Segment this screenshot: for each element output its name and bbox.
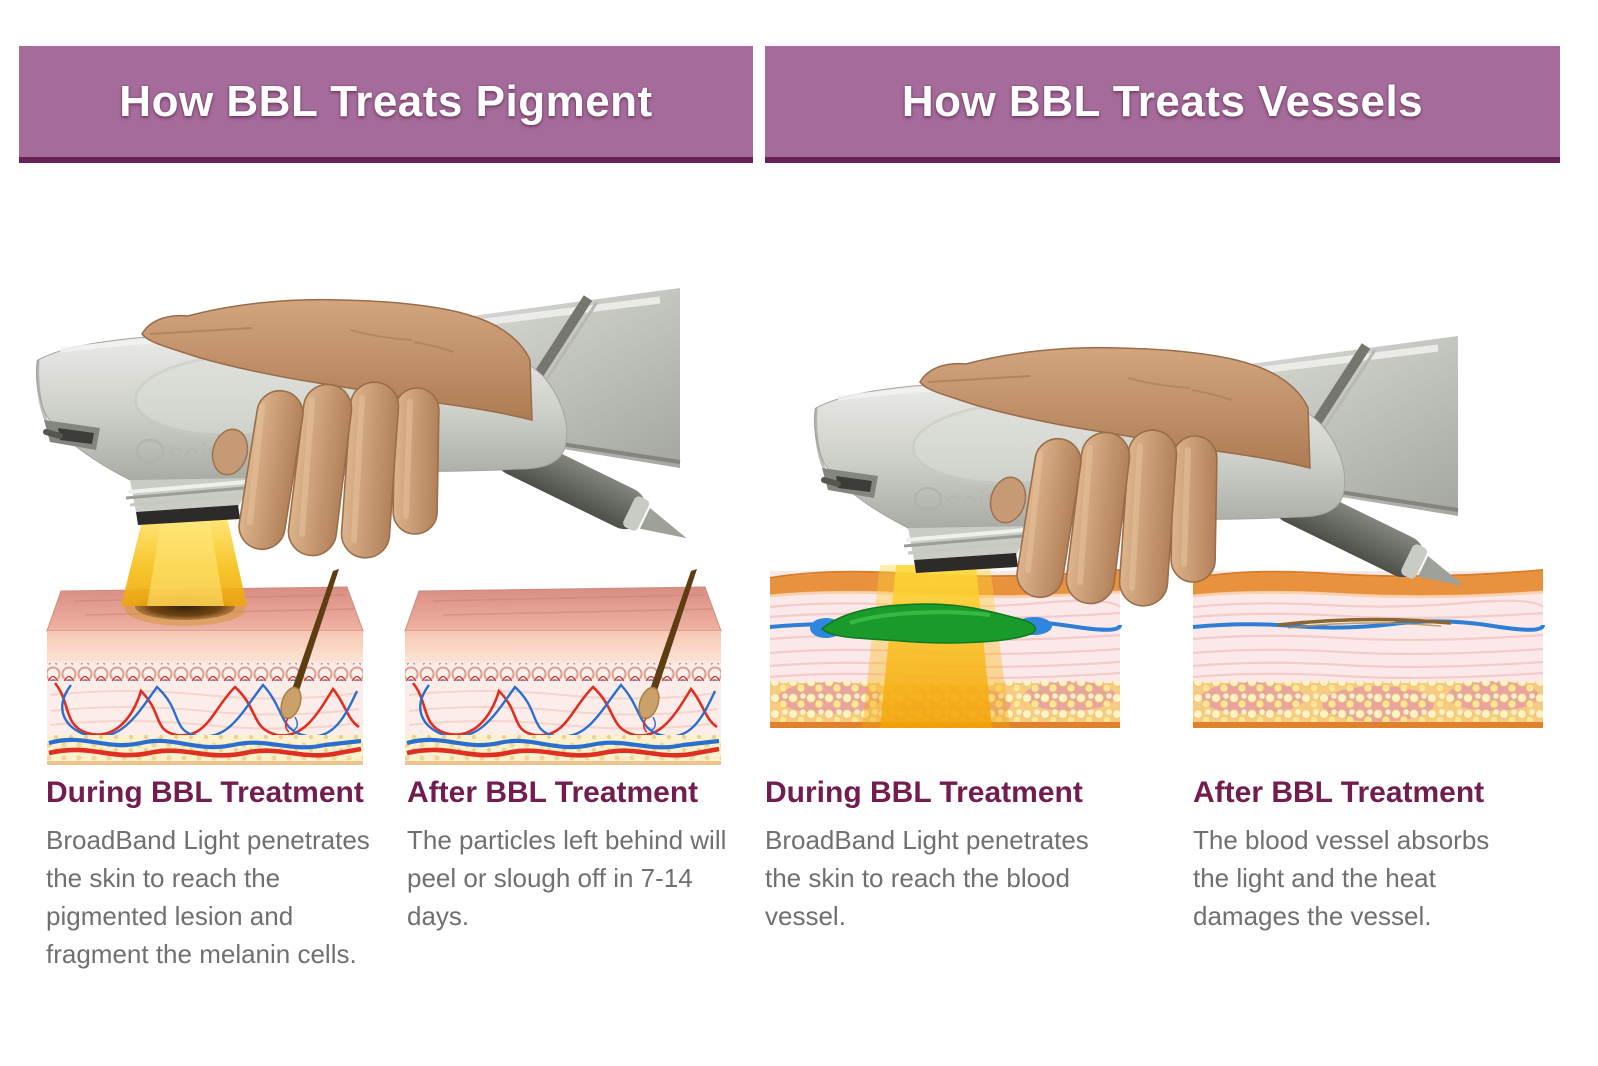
caption-heading: During BBL Treatment	[46, 776, 364, 809]
pigment-after-skin-block	[405, 569, 721, 765]
bbl-handpiece-left	[36, 288, 691, 559]
caption-heading: After BBL Treatment	[1193, 776, 1485, 809]
damaged-vessel	[1277, 617, 1452, 629]
caption-heading: During BBL Treatment	[765, 776, 1083, 809]
header-pigment-title: How BBL Treats Pigment	[119, 76, 653, 126]
vessels-during-skin-block	[768, 565, 1122, 730]
caption-heading: After BBL Treatment	[407, 776, 699, 809]
caption-body: The particles left behind will peel or s…	[407, 825, 727, 931]
pigment-during-skin-block	[47, 569, 363, 765]
header-vessels: How BBL Treats Vessels	[765, 46, 1560, 163]
caption-pigment-during: During BBL Treatment BroadBand Light pen…	[46, 776, 378, 973]
vessels-after-skin-block	[1191, 568, 1545, 730]
bbl-light-beam-pigment	[121, 517, 247, 606]
caption-body: BroadBand Light penetrates the skin to r…	[46, 825, 370, 969]
coagulating-vessel	[810, 603, 1052, 644]
bbl-handpiece-right	[814, 336, 1469, 607]
caption-vessels-during: During BBL Treatment BroadBand Light pen…	[765, 776, 1113, 935]
caption-body: The blood vessel absorbs the light and t…	[1193, 825, 1490, 931]
caption-body: BroadBand Light penetrates the skin to r…	[765, 825, 1089, 931]
bbl-light-beam-vessel	[862, 565, 1010, 728]
caption-pigment-after: After BBL Treatment The particles left b…	[407, 776, 739, 935]
header-vessels-title: How BBL Treats Vessels	[901, 76, 1424, 126]
caption-vessels-after: After BBL Treatment The blood vessel abs…	[1193, 776, 1535, 935]
header-pigment: How BBL Treats Pigment	[19, 46, 753, 163]
pigmented-lesion	[125, 592, 245, 626]
